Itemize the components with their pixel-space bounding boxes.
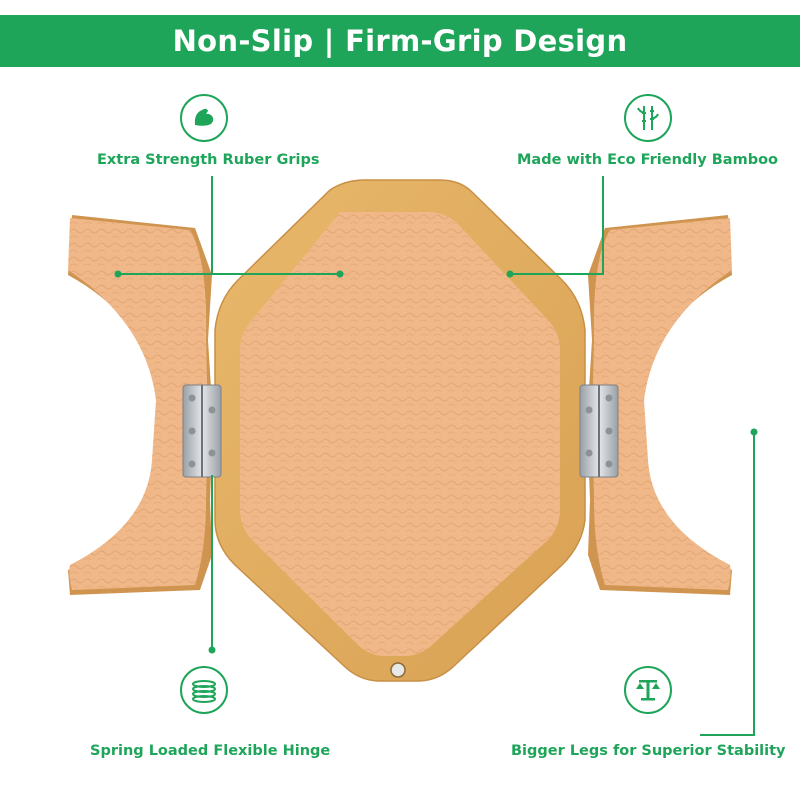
banner-title: Non-Slip | Firm-Grip Design: [172, 24, 628, 58]
right-leg: [587, 215, 732, 595]
title-banner: Non-Slip | Firm-Grip Design: [0, 15, 800, 67]
callout-lines: [118, 176, 755, 736]
flexed-arm-icon: [180, 94, 228, 142]
center-grip-pad: [240, 212, 560, 656]
left-hinge: [182, 384, 222, 478]
feature-label-bamboo: Made with Eco Friendly Bamboo: [517, 152, 779, 168]
right-hinge: [579, 384, 619, 478]
spring-coil-icon: [180, 666, 228, 714]
hang-hole: [390, 662, 406, 678]
balance-scale-icon: [624, 666, 672, 714]
callout-dots: [114, 270, 758, 654]
bamboo-icon: [624, 94, 672, 142]
feature-label-grips: Extra Strength Ruber Grips: [97, 152, 320, 168]
feature-label-legs: Bigger Legs for Superior Stability: [511, 743, 786, 759]
left-leg: [68, 215, 213, 595]
feature-label-hinge: Spring Loaded Flexible Hinge: [90, 743, 331, 759]
